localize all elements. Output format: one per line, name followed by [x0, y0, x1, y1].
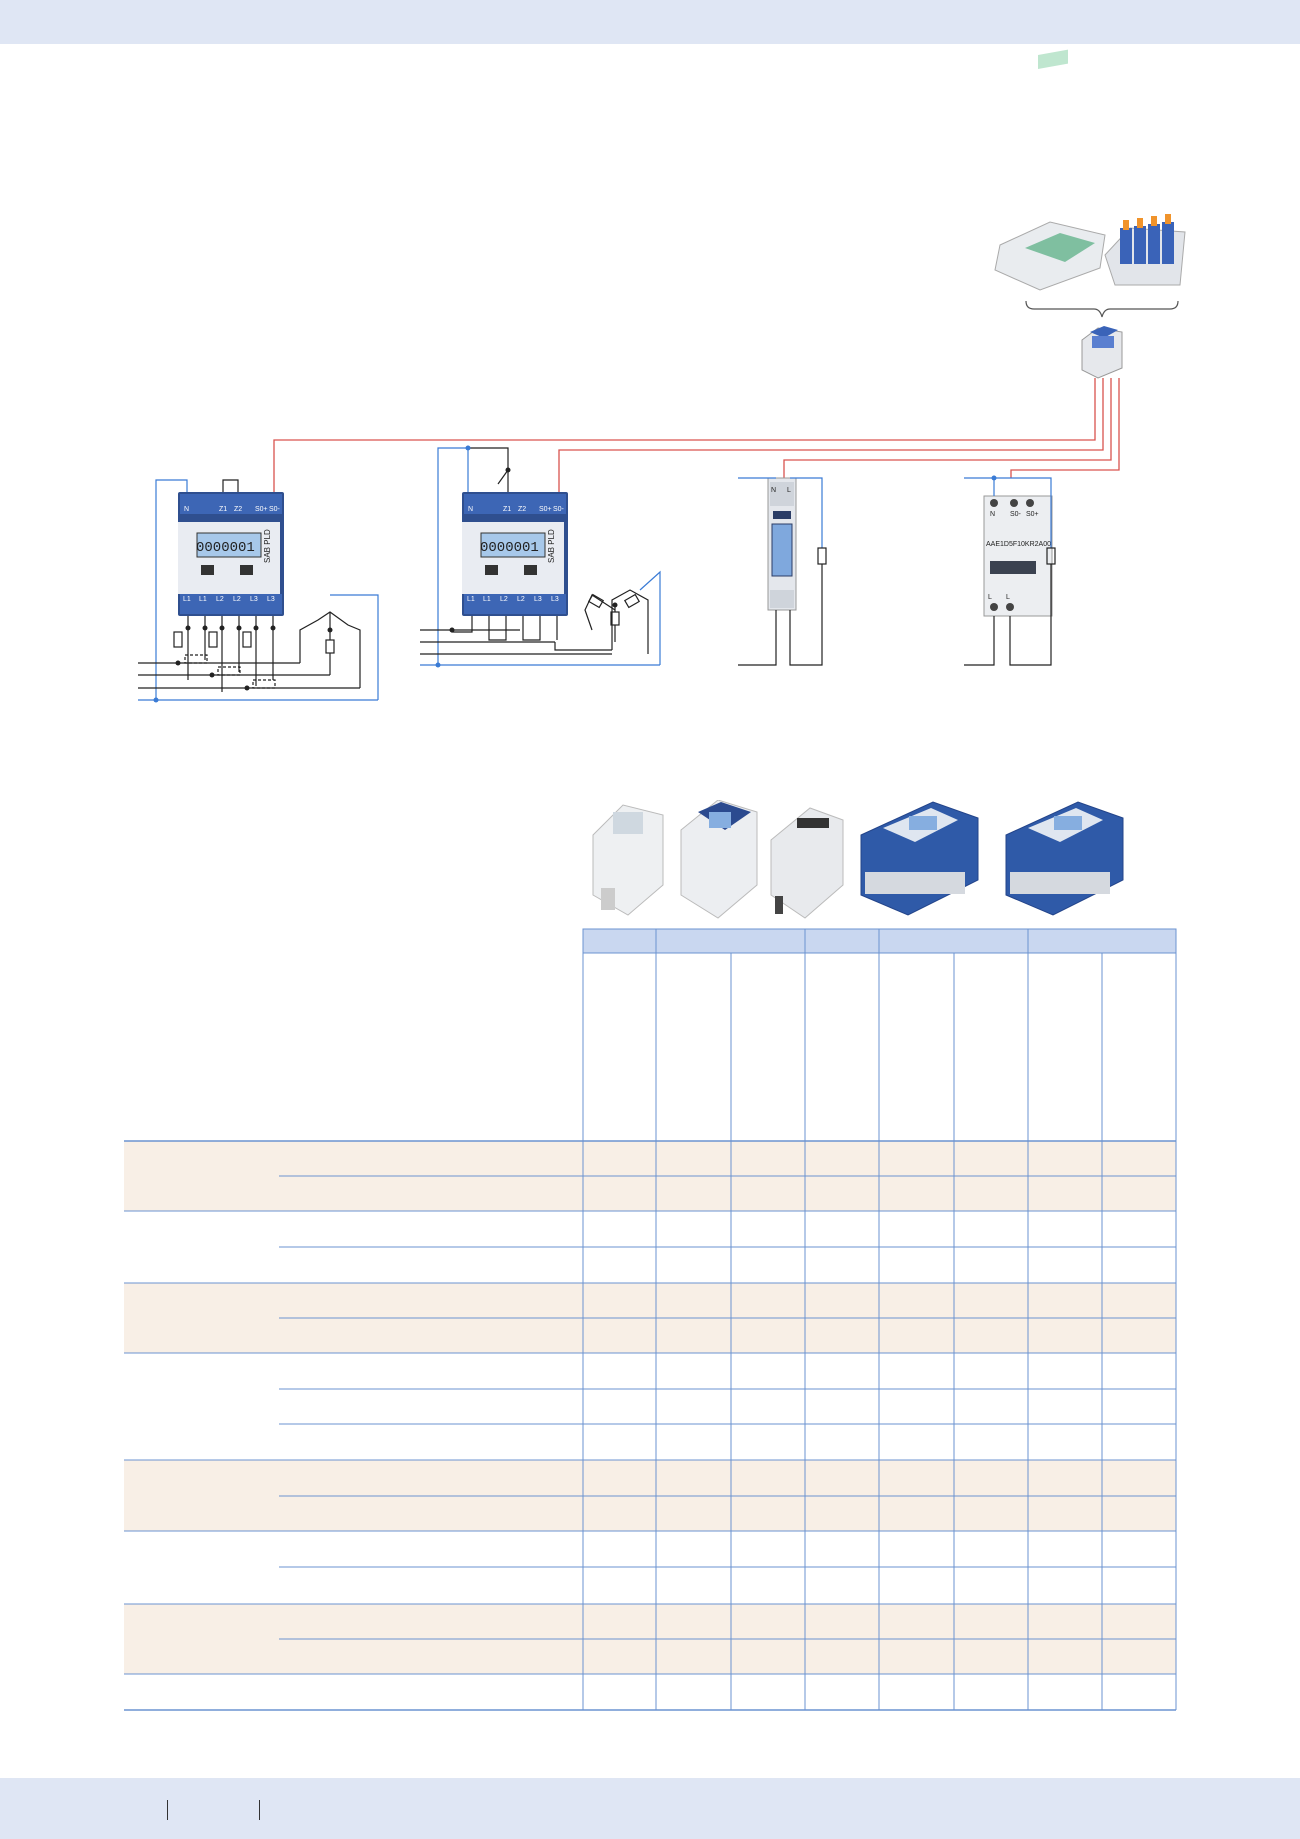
footer-band [0, 1778, 1300, 1839]
meter1-terminal-s0minus: S0- [269, 506, 281, 513]
meter2-bottom-l1b: L1 [483, 596, 491, 603]
meter1-bottom-l3a: L3 [250, 596, 258, 603]
meter4-wiring [964, 477, 1056, 666]
io-module-icon [1104, 214, 1186, 286]
meter1-bottom-l1a: L1 [183, 596, 191, 603]
meter2-terminal-z2: Z2 [518, 506, 526, 513]
meter1-bottom-l1b: L1 [199, 596, 207, 603]
meter4-terminal-s0minus: S0- [1010, 511, 1022, 518]
meter2-brand: SAB PLD [547, 529, 556, 563]
meter4-terminal-n: N [990, 511, 995, 518]
product-images [583, 800, 1178, 920]
footer-divider [259, 1800, 260, 1820]
meter4-terminal-s0plus: S0+ [1026, 511, 1039, 518]
energy-meter-icon [178, 492, 284, 616]
energy-meter-icon [680, 800, 758, 919]
meter4-model: AAE1D5F10KR2A00 [986, 541, 1051, 548]
energy-meter-icon [767, 477, 797, 611]
table-lines [124, 929, 1177, 1711]
energy-meter-icon [983, 495, 1053, 617]
meter3-terminal-n: N [771, 487, 776, 494]
meter1-brand: SAB PLD [263, 529, 272, 563]
meter2-terminal-z1: Z1 [503, 506, 511, 513]
meter1-terminal-n: N [184, 506, 189, 513]
meter1-terminal-z1: Z1 [219, 506, 227, 513]
meter1-terminal-s0plus: S0+ [255, 506, 268, 513]
bus-lines [273, 378, 1120, 492]
meter1-bottom-l2a: L2 [216, 596, 224, 603]
meter3-terminal-l: L [787, 487, 791, 494]
energy-meter-icon [592, 804, 664, 916]
shaded-rows [124, 1141, 1176, 1674]
meter2-bottom-l3b: L3 [551, 596, 559, 603]
meter3-wiring [738, 477, 827, 666]
meter1-terminal-z2: Z2 [234, 506, 242, 513]
hmi-panel-icon [994, 49, 1106, 291]
meter1-bottom-l3b: L3 [267, 596, 275, 603]
brace [1025, 300, 1179, 318]
meter2-bottom-l2b: L2 [517, 596, 525, 603]
meter2-bottom-l1a: L1 [467, 596, 475, 603]
energy-meter-icon [860, 801, 979, 916]
gateway-icon [1081, 326, 1123, 379]
meter4-bottom-l2: L [1006, 594, 1010, 601]
energy-meter-icon [770, 807, 844, 919]
meter2-bottom-l3a: L3 [534, 596, 542, 603]
energy-meter-icon [1005, 801, 1124, 916]
meter1-bottom-l2b: L2 [233, 596, 241, 603]
meter2-wiring [420, 447, 661, 666]
meter2-terminal-s0minus: S0- [553, 506, 565, 513]
meter2-terminal-n: N [468, 506, 473, 513]
meter2-display: 0000001 [480, 540, 539, 556]
header-band [0, 0, 1300, 44]
meter1-wiring [138, 479, 379, 701]
wiring-diagram: 0000001 SAB PLD N Z1 Z2 S0+ S0- L1 L1 L2… [138, 49, 1186, 703]
footer-divider [167, 1800, 168, 1820]
energy-meter-icon [462, 492, 568, 616]
meter2-terminal-s0plus: S0+ [539, 506, 552, 513]
meter2-bottom-l2a: L2 [500, 596, 508, 603]
meter4-bottom-l1: L [988, 594, 992, 601]
meter1-display: 0000001 [196, 540, 255, 556]
